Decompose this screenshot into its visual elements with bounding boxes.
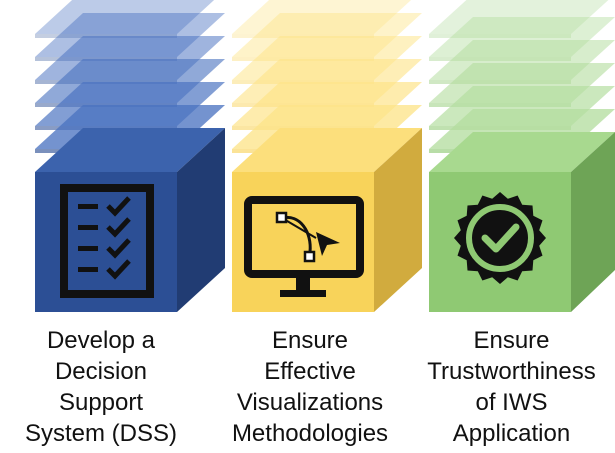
caption-dss: Develop a Decision Support System (DSS) (0, 325, 202, 449)
caption-line: Visualizations (236, 389, 384, 416)
stacked-sheets (232, 0, 422, 153)
caption-line: Effective (264, 358, 356, 385)
sheet-layer (232, 0, 412, 34)
pillar-dss (35, 0, 225, 312)
caption-line: of IWS (475, 389, 548, 416)
monitor-bezier-icon (244, 196, 364, 297)
pillar-top-face (232, 128, 422, 172)
caption-line: Ensure (473, 327, 550, 354)
verified-badge-icon (454, 192, 546, 284)
pillar-side-face (374, 128, 422, 312)
stacked-sheets (429, 0, 615, 153)
caption-line: Ensure (271, 327, 349, 354)
caption-visualization: Ensure Effective Visualizations Methodol… (212, 325, 408, 449)
pillar-top-face (35, 128, 225, 172)
caption-line: System (DSS) (24, 420, 177, 447)
checklist-icon (60, 184, 154, 298)
caption-line: Methodologies (231, 420, 389, 447)
pillar-trustworthiness (429, 0, 615, 312)
sheet-edge (429, 34, 571, 38)
caption-line: Support (58, 389, 144, 416)
pillar-side-face (177, 128, 225, 312)
pillar-top-face (429, 132, 615, 172)
caption-line: Develop a (46, 327, 156, 354)
pillar-visualization (232, 0, 422, 312)
caption-trustworthiness: Ensure Trustworthiness of IWS Applicatio… (408, 325, 615, 449)
sheet-layer (35, 0, 215, 34)
pillar-side-face (571, 132, 615, 312)
caption-line: Decision (54, 358, 148, 385)
caption-line: Trustworthiness (427, 358, 596, 385)
caption-line: Application (452, 420, 571, 447)
sheet-layer (429, 0, 609, 34)
